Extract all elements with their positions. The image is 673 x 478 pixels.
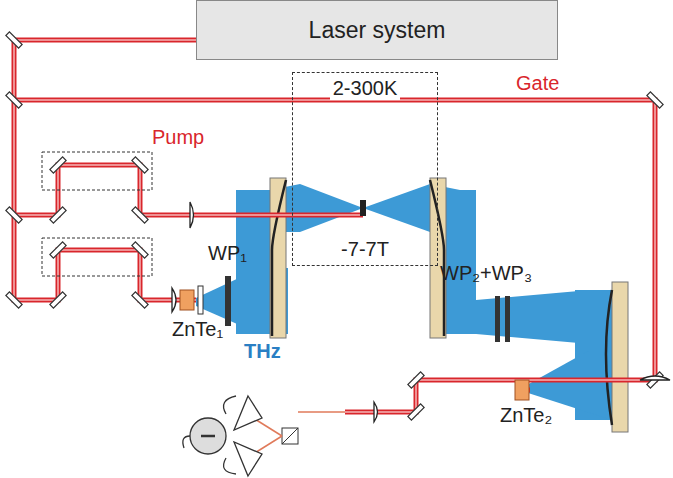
znte-crystal [515,380,529,400]
cryostat-region: 2-300K -7-7T [292,72,438,266]
sample [360,200,366,216]
laser-box: Laser system [196,0,558,60]
znte-crystal [180,290,194,310]
beam-label: Pump [152,126,204,148]
thz-beam [196,184,612,420]
node-text: -7-7T [338,238,392,261]
beam-label: Gate [516,72,559,94]
detection-beams [250,412,345,456]
component-label: WP₂+WP₃ [440,262,532,284]
photodiodes [183,396,262,476]
waveplate [495,296,500,342]
wollaston-prism [282,428,298,444]
laser-beam-core [14,40,655,412]
delay-stage [42,152,152,276]
component-label: ZnTe₁ [172,318,223,340]
node-text: 2-300K [330,77,401,100]
lens [172,202,670,422]
waveplate [225,276,231,326]
beam-label: THz [244,340,281,362]
laser-beam [14,40,655,412]
component-label: WP₁ [208,242,247,264]
waveplate [505,296,510,342]
node-text: Laser system [309,17,446,44]
polarizer [198,286,203,314]
component-label: ZnTe₂ [500,404,552,426]
mirrors [6,32,663,420]
